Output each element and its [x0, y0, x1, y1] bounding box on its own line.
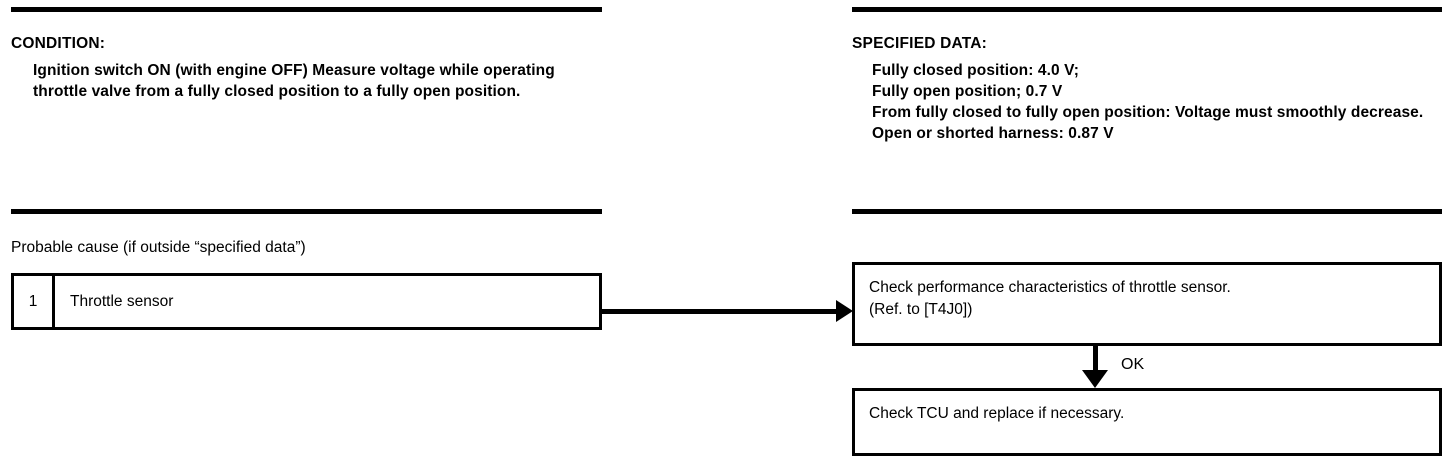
probable-cause-row-number: 1: [14, 276, 55, 327]
flow-step-check-throttle-sensor: Check performance characteristics of thr…: [852, 262, 1442, 346]
condition-body-text: Ignition switch ON (with engine OFF) Mea…: [33, 62, 560, 100]
flow-step-check-tcu: Check TCU and replace if necessary.: [852, 388, 1442, 456]
probable-cause-label: Probable cause (if outside “specified da…: [11, 239, 306, 256]
horizontal-arrow-icon: [836, 300, 853, 322]
probable-cause-table: 1 Throttle sensor: [11, 273, 602, 330]
branch-label-ok: OK: [1121, 356, 1145, 373]
left-column-middle-rule: [11, 209, 602, 214]
horizontal-connector-line: [602, 309, 842, 314]
vertical-connector-line: [1093, 346, 1098, 374]
condition-heading: CONDITION:: [11, 35, 106, 52]
left-column-top-rule: [11, 7, 602, 12]
specified-data-heading: SPECIFIED DATA:: [852, 35, 988, 52]
vertical-arrow-icon: [1082, 370, 1108, 388]
specified-data-body-text: Fully closed position: 4.0 V; Fully open…: [872, 62, 1424, 142]
probable-cause-row-text: Throttle sensor: [70, 292, 174, 310]
right-column-middle-rule: [852, 209, 1442, 214]
right-column-top-rule: [852, 7, 1442, 12]
